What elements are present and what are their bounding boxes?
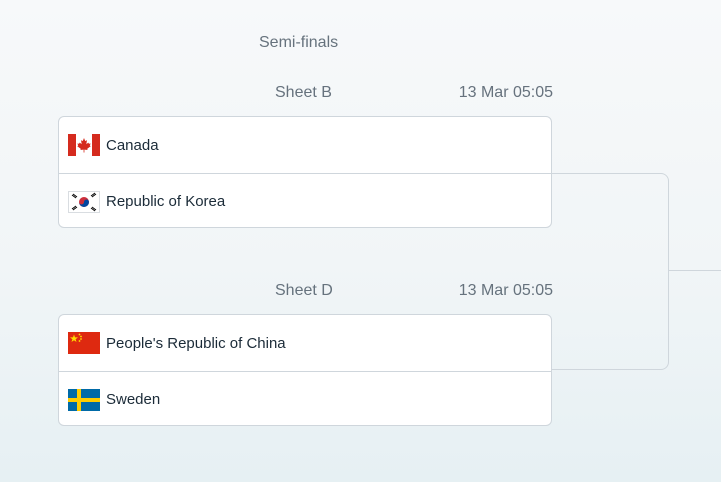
match-card[interactable]: Canada Republic of Korea [58,116,552,228]
team-row-china[interactable]: People's Republic of China [59,315,551,371]
match-time: 13 Mar 05:05 [458,84,553,101]
team-name: Sweden [106,391,161,408]
bracket-connector-line [669,270,721,271]
match-header: Sheet D 13 Mar 05:05 [58,282,553,302]
match-card[interactable]: People's Republic of China Sweden [58,314,552,426]
team-name: Canada [106,136,159,154]
china-flag-icon [68,332,100,354]
korea-flag-icon [68,190,100,213]
team-row-canada[interactable]: Canada [59,117,551,173]
canada-flag-icon [68,134,100,156]
team-row-korea[interactable]: Republic of Korea [59,173,551,229]
sheet-label: Sheet D [275,282,333,299]
round-title: Semi-finals [259,34,339,51]
sweden-flag-icon [68,388,100,411]
team-row-sweden[interactable]: Sweden [59,371,551,427]
bracket-connector [552,173,669,370]
team-name: Republic of Korea [106,193,226,210]
match-time: 13 Mar 05:05 [458,282,553,299]
match-header: Sheet B 13 Mar 05:05 [58,84,553,104]
team-name: People's Republic of China [106,334,286,352]
sheet-label: Sheet B [275,84,332,101]
